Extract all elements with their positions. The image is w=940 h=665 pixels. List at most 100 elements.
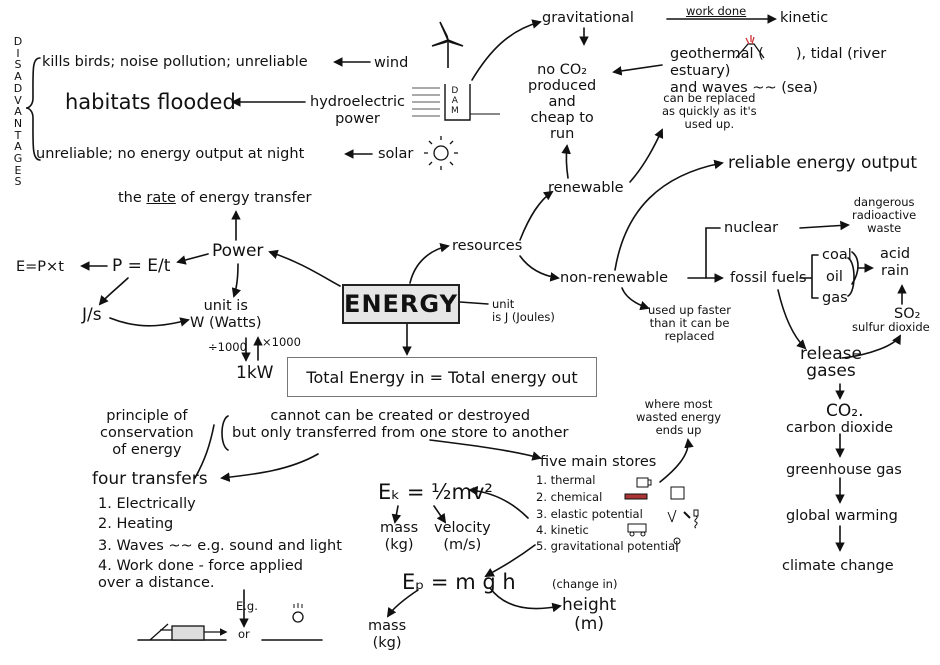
dis-hydro-text: habitats flooded — [65, 90, 236, 114]
arrow-ek-vel — [433, 505, 447, 524]
arrow-ep-mass — [386, 589, 419, 618]
so2-label: SO₂ — [894, 306, 921, 322]
arrow-geo-noco2 — [612, 64, 663, 76]
arrow-cons-stores — [429, 439, 542, 461]
wind-turbine-icon — [431, 21, 464, 68]
dam-label: D A M — [451, 86, 459, 116]
dis-solar-text: unreliable; no energy output at night — [36, 146, 305, 162]
no-co2-label: no CO₂ produced and cheap to run — [528, 62, 597, 142]
line-energy-unit — [459, 301, 489, 305]
dam-icon — [412, 84, 500, 121]
arrow-renewable-noco2 — [561, 144, 571, 179]
arrow-nuclear-waste — [799, 220, 850, 231]
box-ramp-sketch — [149, 603, 304, 641]
arrow-ek-mass — [391, 505, 402, 524]
geo-text: geothermal ( — [670, 46, 764, 62]
store-gravitational: 5. gravitational potential — [536, 539, 679, 553]
gpe-formula: Eₚ = m g h — [402, 570, 516, 594]
ep-mass-label: mass (kg) — [368, 618, 407, 651]
nuclear-label: nuclear — [724, 220, 779, 236]
non-renewable-label: non-renewable — [560, 270, 669, 286]
replaced-label: can be replaced as quickly as it's used … — [662, 91, 757, 131]
eg-label: E.g. — [236, 599, 258, 613]
energy-center-node: ENERGY — [342, 284, 460, 324]
or-label: or — [238, 627, 250, 641]
rate-underlined-word: rate — [146, 190, 176, 206]
store-chemical: 2. chemical — [536, 490, 603, 504]
used-faster-label: used up faster than it can be replaced — [648, 303, 731, 343]
kinetic-formula: Eₖ = ½mv² — [378, 480, 493, 504]
release-gases-label: release gases — [800, 344, 862, 381]
geo-tidal-label: geothermal (), tidal (river estuary) and… — [670, 46, 940, 97]
energy-unit-label: unit is J (Joules) — [492, 297, 555, 324]
arrow-energy-power — [268, 249, 341, 287]
arrow-release-so2 — [841, 334, 901, 359]
height-note: (change in) — [552, 577, 618, 591]
greenhouse-label: greenhouse gas — [786, 462, 902, 478]
rate-text: the rate of energy transfer — [118, 190, 312, 206]
rate-label: the rate of energy transfer — [118, 190, 311, 207]
arrow-renewable-replaced — [629, 128, 664, 183]
arrow-power-p — [176, 253, 209, 265]
dis-wind-text: kills birds; noise pollution; unreliable — [42, 54, 308, 70]
co2-label: CO₂. — [826, 401, 864, 421]
store-elastic: 3. elastic potential — [536, 507, 643, 521]
solar-label: solar — [378, 146, 414, 162]
tidal-text: ), tidal (river estuary) and waves ~~ (s… — [670, 46, 887, 96]
climate-change-label: climate change — [782, 558, 894, 574]
five-stores-title: five main stores — [540, 454, 657, 470]
power-formula: P = E/t — [112, 256, 171, 276]
reliable-label: reliable energy output — [728, 153, 918, 173]
carbon-dioxide-label: carbon dioxide — [786, 420, 894, 436]
arrow-energy-resources — [409, 242, 450, 284]
mul-1000-label: ×1000 — [262, 335, 301, 349]
arrow-ep-height — [489, 587, 562, 613]
arrow-res-nonrenewable — [519, 255, 560, 282]
global-warming-label: global warming — [786, 508, 898, 524]
store-kinetic: 4. kinetic — [536, 523, 589, 537]
arrow-res-renewable — [519, 190, 554, 241]
energy-formula: E=P×t — [16, 259, 64, 275]
kinetic-label: kinetic — [780, 10, 829, 26]
power-label: Power — [212, 241, 264, 261]
store-thermal: 1. thermal — [536, 473, 596, 487]
watts-label: unit is W (Watts) — [190, 298, 262, 331]
arrow-nonren-usedfaster — [621, 287, 650, 311]
coal-label: coal — [822, 247, 852, 263]
transfer-2: 2. Heating — [98, 516, 174, 532]
conservation-statement: cannot can be created or destroyed but o… — [232, 408, 569, 441]
acid-rain-label: acid rain — [880, 246, 911, 279]
arrow-thermal-wasted — [659, 438, 694, 483]
brace-disadvantages — [25, 57, 41, 161]
line-coal-acid — [851, 251, 872, 285]
ek-velocity-label: velocity (m/s) — [434, 520, 491, 553]
transfer-1: 1. Electrically — [98, 496, 196, 512]
oil-label: oil — [826, 269, 843, 285]
fossil-fuels-label: fossil fuels — [730, 270, 807, 286]
kw-label: 1kW — [236, 363, 274, 383]
arrow-fossil-release — [777, 289, 807, 350]
arrow-kin-store-ek — [468, 485, 529, 519]
arrow-noco2-gravitational — [471, 19, 542, 81]
work-done-label: work done — [686, 4, 747, 18]
volcano-icon — [735, 35, 765, 59]
brace-conservation — [221, 415, 229, 451]
ep-height-label: height (m) — [562, 595, 617, 634]
renewable-label: renewable — [548, 180, 624, 196]
wind-label: wind — [374, 55, 409, 71]
js-label: J/s — [82, 305, 102, 325]
gas-label: gas — [822, 290, 848, 306]
arrow-principle-transfers — [194, 424, 215, 479]
arrow-grav-store-ep — [484, 544, 536, 577]
line-nuclear-branch — [705, 227, 721, 279]
arrow-p-js — [98, 277, 129, 306]
sun-icon — [424, 136, 458, 170]
transfer-4: 4. Work done - force applied over a dist… — [98, 558, 304, 591]
ek-mass-label: mass (kg) — [380, 520, 419, 553]
hydro-label: hydroelectric power — [310, 94, 405, 127]
sulfur-label: sulfur dioxide — [852, 320, 930, 334]
div-1000-label: ÷1000 — [208, 340, 247, 354]
arrow-cons-transfers — [220, 453, 319, 482]
gravitational-label: gravitational — [542, 10, 634, 26]
